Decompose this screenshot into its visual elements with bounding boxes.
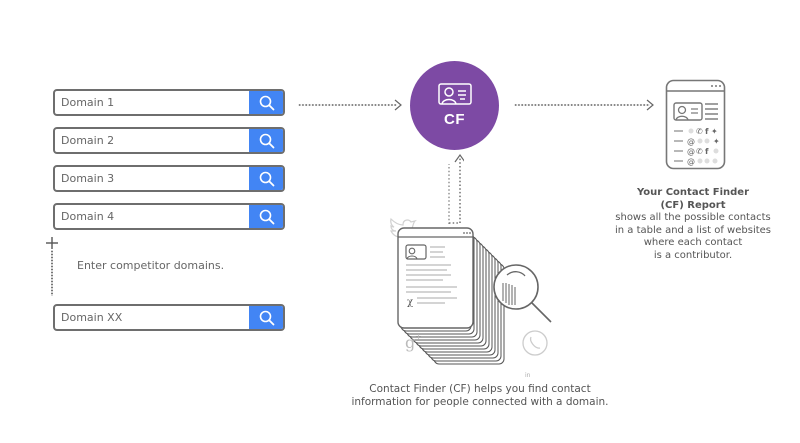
arrow-head-icon [394,99,402,111]
arrow-cf-to-report [514,104,650,106]
svg-text:✦: ✦ [713,137,720,146]
cf-label: CF [444,111,465,128]
domain-1-placeholder: Domain 1 [61,96,115,109]
svg-text:@: @ [687,147,695,156]
skype-icon [522,330,548,356]
dotted-connector [51,250,53,296]
search-icon [259,95,274,110]
domain-2-input[interactable]: Domain 2 [53,127,285,154]
domain-xx-search-button[interactable] [249,306,283,329]
domain-4-input[interactable]: Domain 4 [53,203,285,230]
report-desc-line2: in a table and a list of websites [614,224,772,236]
svg-text:+: + [415,332,422,341]
svg-text:✆: ✆ [696,127,703,136]
cf-badge: CF [410,61,499,150]
svg-text:✦: ✦ [711,127,718,136]
domain-xx-input[interactable]: Domain XX [53,304,285,331]
svg-text:f: f [705,127,709,136]
document-stack-illustration: χ g + in [390,217,552,379]
report-desc-line4: is a contributor. [653,249,733,261]
search-icon [259,209,274,224]
domain-xx-placeholder: Domain XX [61,311,123,324]
report-title-line1: Your Contact Finder [636,187,750,198]
center-caption-line2: information for people connected with a … [351,396,609,408]
search-icon [259,310,274,325]
report-desc-line1: shows all the possible contacts [615,212,771,223]
center-caption: Contact Finder (CF) helps you find conta… [330,383,630,409]
report-caption: Your Contact Finder (CF) Report shows al… [608,187,778,262]
report-document-icon: ✆f✦ @✦ @✆f @ [665,79,726,170]
search-icon [259,133,274,148]
search-icon [259,171,274,186]
google-plus-icon: g [405,333,415,352]
svg-text:@: @ [687,137,695,146]
domain-2-search-button[interactable] [249,129,283,152]
center-caption-line1: Contact Finder (CF) helps you find conta… [369,383,591,395]
arrow-head-icon [646,99,654,111]
domain-1-input[interactable]: Domain 1 [53,89,285,116]
domain-4-placeholder: Domain 4 [61,210,115,223]
linkedin-icon: in [525,372,531,379]
report-desc-line3: where each contact [643,237,743,248]
hint-text: Enter competitor domains. [77,259,225,272]
plus-icon[interactable] [46,237,58,249]
svg-text:f: f [705,147,709,156]
domain-3-input[interactable]: Domain 3 [53,165,285,192]
domain-4-search-button[interactable] [249,205,283,228]
svg-text:✆: ✆ [696,147,703,156]
xing-icon: χ [407,297,413,308]
domain-3-search-button[interactable] [249,167,283,190]
arrow-stack-to-cf [448,153,464,224]
arrow-inputs-to-cf [298,104,397,106]
domain-3-placeholder: Domain 3 [61,172,115,185]
svg-text:@: @ [687,157,695,166]
contact-card-icon [437,83,472,105]
domain-2-placeholder: Domain 2 [61,134,115,147]
report-title-line2: (CF) Report [660,199,726,211]
domain-1-search-button[interactable] [249,91,283,114]
